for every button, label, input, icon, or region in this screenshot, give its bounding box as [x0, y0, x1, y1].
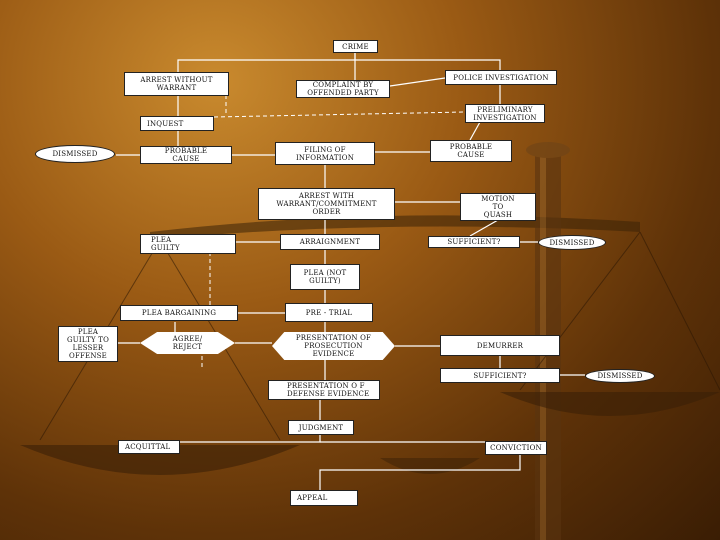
node-plea-guilty-lesser: PLEA GUILTY TO LESSER OFFENSE	[58, 326, 118, 362]
node-sufficient-2: SUFFICIENT?	[440, 368, 560, 383]
node-plea-not-guilty: PLEA (NOT GUILTY)	[290, 264, 360, 290]
node-arraignment: ARRAIGNMENT	[280, 234, 380, 250]
node-presentation-prosecution: PRESENTATION OF PROSECUTION EVIDENCE	[272, 332, 395, 360]
connector-crime-to-arrest-without-warrant	[177, 53, 356, 72]
right-pan-strings	[519, 231, 720, 391]
connector-complaint-to-police	[389, 77, 446, 87]
connector-crime-to-police-investigation	[355, 59, 501, 70]
node-motion-to-quash: MOTION TO QUASH	[460, 193, 536, 221]
node-arrest-with-warrant: ARREST WITH WARRANT/COMMITMENT ORDER	[258, 188, 395, 220]
node-crime: CRIME	[333, 40, 378, 53]
connector-conviction-to-appeal	[319, 455, 521, 490]
dashed-connector-preliminary-to-inquest	[213, 111, 466, 118]
connector-preliminary-to-probable-cause	[469, 121, 481, 141]
node-presentation-defense: PRESENTATION O F DEFENSE EVIDENCE	[268, 380, 380, 400]
node-dismissed-3: DISMISSED	[585, 369, 655, 383]
scale-beam	[150, 215, 640, 240]
node-pre-trial: PRE - TRIAL	[285, 303, 373, 322]
node-filing-of-information: FILING OF INFORMATION	[275, 142, 375, 165]
node-dismissed-1: DISMISSED	[35, 145, 115, 163]
node-conviction: CONVICTION	[485, 441, 547, 455]
node-agree-reject: AGREE/ REJECT	[140, 332, 235, 354]
node-demurrer: DEMURRER	[440, 335, 560, 356]
node-acquittal: ACQUITTAL	[118, 440, 180, 454]
node-probable-cause-1: PROBABLE CAUSE	[140, 146, 232, 164]
connector-motion-to-sufficient	[469, 219, 499, 237]
node-probable-cause-2: PROBABLE CAUSE	[430, 140, 512, 162]
node-complaint-by-offended-party: COMPLAINT BY OFFENDED PARTY	[296, 80, 390, 98]
node-plea-bargaining: PLEA BARGAINING	[120, 305, 238, 321]
left-scale-pan	[20, 445, 300, 475]
connector-judgment-to-acquittal	[178, 435, 321, 443]
node-dismissed-2: DISMISSED	[538, 235, 606, 250]
node-preliminary-investigation: PRELIMINARY INVESTIGATION	[465, 104, 545, 123]
node-plea-guilty: PLEA GUILTY	[140, 234, 236, 254]
right-scale-pan	[500, 392, 720, 416]
node-inquest: INQUEST	[140, 116, 214, 131]
node-judgment: JUDGMENT	[288, 420, 354, 435]
node-sufficient-1: SUFFICIENT?	[428, 236, 520, 248]
node-police-investigation: POLICE INVESTIGATION	[445, 70, 557, 85]
node-arrest-without-warrant: ARREST WITHOUT WARRANT	[124, 72, 229, 96]
node-appeal: APPEAL	[290, 490, 358, 506]
